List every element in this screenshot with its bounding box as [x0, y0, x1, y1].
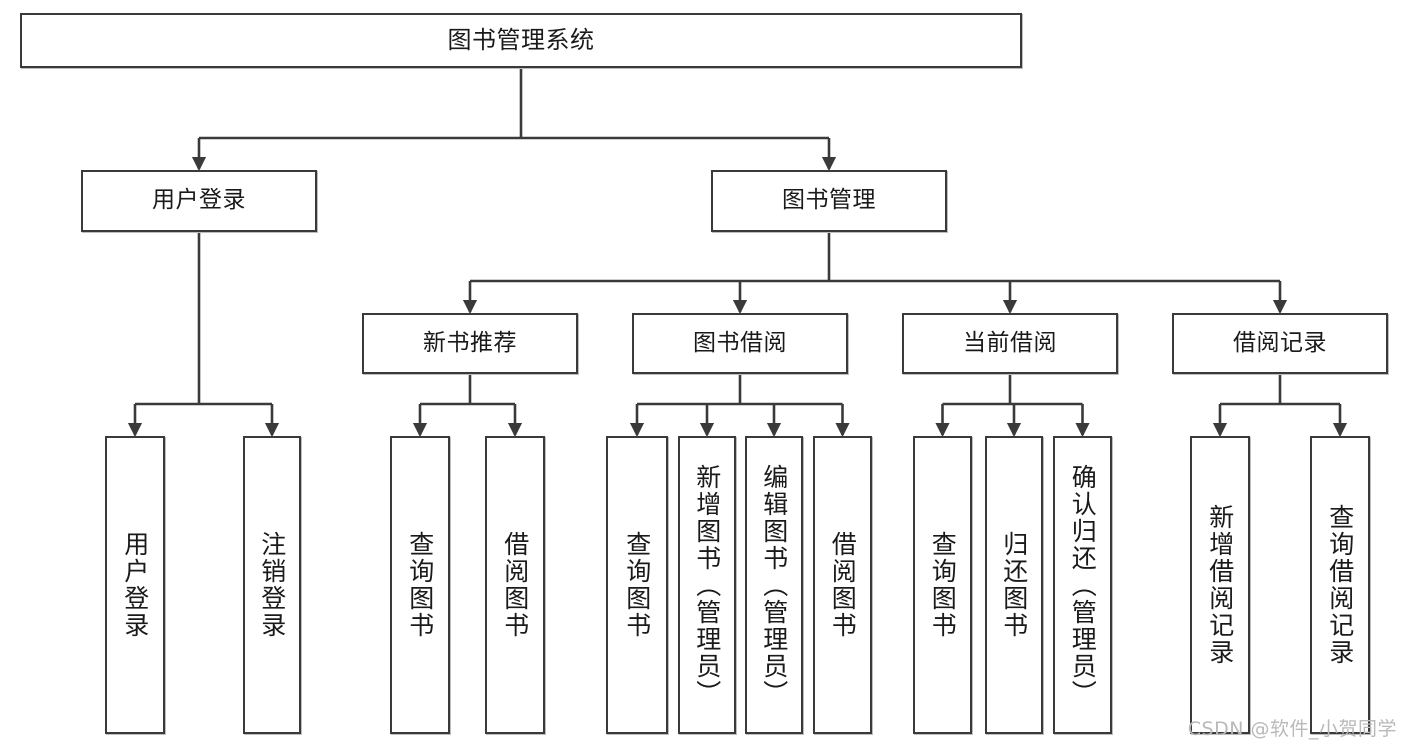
node-leaf-logout[interactable]: 注销登录 [243, 436, 301, 734]
node-label: 新增图书（管理员） [692, 463, 722, 707]
node-leaf-user-login[interactable]: 用户登录 [105, 436, 165, 734]
node-label: 借阅图书 [500, 531, 530, 639]
node-label: 编辑图书（管理员） [759, 463, 789, 707]
node-current-borrow[interactable]: 当前借阅 [902, 313, 1118, 374]
node-label: 查询图书 [622, 531, 652, 639]
csdn-watermark: CSDN @软件_小贺同学 [1187, 718, 1397, 740]
node-leaf-add-book[interactable]: 新增图书（管理员） [678, 436, 736, 734]
node-label: 当前借阅 [963, 329, 1057, 356]
node-label: 新增借阅记录 [1205, 504, 1235, 666]
node-borrow-record[interactable]: 借阅记录 [1172, 313, 1388, 374]
node-label: 归还图书 [999, 531, 1029, 639]
node-label: 借阅记录 [1233, 329, 1327, 356]
node-leaf-edit-book[interactable]: 编辑图书（管理员） [745, 436, 803, 734]
node-label: 图书借阅 [693, 329, 787, 356]
node-label: 查询图书 [928, 531, 958, 639]
node-label: 借阅图书 [828, 531, 858, 639]
node-leaf-query-borrow-record[interactable]: 查询借阅记录 [1310, 436, 1370, 734]
node-leaf-return-book[interactable]: 归还图书 [985, 436, 1043, 734]
node-leaf-query-book-3[interactable]: 查询图书 [913, 436, 972, 734]
node-label: 确认归还（管理员） [1068, 463, 1098, 707]
node-leaf-borrow-book-1[interactable]: 借阅图书 [485, 436, 545, 734]
node-root[interactable]: 图书管理系统 [20, 13, 1022, 68]
node-book-borrow[interactable]: 图书借阅 [632, 313, 848, 374]
node-user-login[interactable]: 用户登录 [81, 170, 317, 232]
node-leaf-query-book-2[interactable]: 查询图书 [606, 436, 668, 734]
node-label: 注销登录 [257, 531, 287, 639]
node-label: 新书推荐 [423, 329, 517, 356]
node-book-manage[interactable]: 图书管理 [711, 170, 947, 232]
node-label: 用户登录 [120, 531, 150, 639]
node-leaf-confirm-return[interactable]: 确认归还（管理员） [1053, 436, 1112, 734]
node-label: 图书管理 [782, 187, 876, 214]
node-leaf-query-book-1[interactable]: 查询图书 [390, 436, 450, 734]
node-label: 图书管理系统 [447, 26, 595, 55]
node-leaf-add-borrow-record[interactable]: 新增借阅记录 [1190, 436, 1250, 734]
node-label: 查询图书 [405, 531, 435, 639]
node-leaf-borrow-book-2[interactable]: 借阅图书 [813, 436, 872, 734]
node-label: 查询借阅记录 [1325, 504, 1355, 666]
node-label: 用户登录 [152, 187, 246, 214]
node-new-book-recommend[interactable]: 新书推荐 [362, 313, 578, 374]
